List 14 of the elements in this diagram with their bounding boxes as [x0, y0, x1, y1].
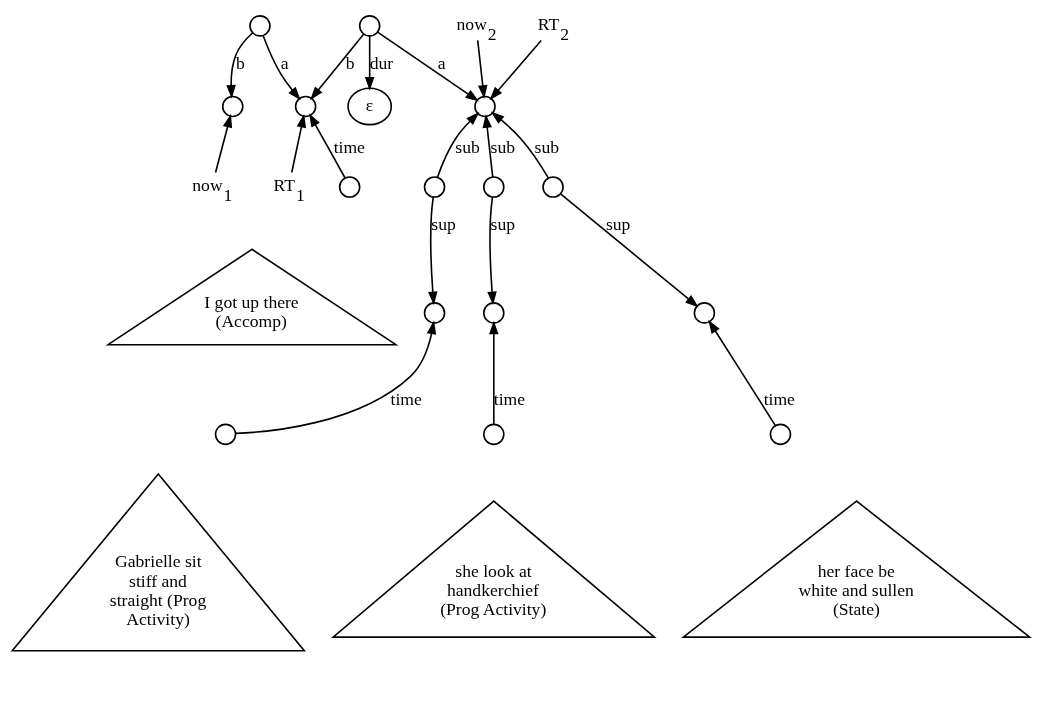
edge-label: dur [369, 52, 393, 73]
edge-label: sup [490, 213, 515, 234]
edge-label: sup [430, 213, 456, 234]
edge-label: a [280, 52, 289, 73]
edge-label: sub [490, 137, 515, 158]
edge-label: b [345, 52, 354, 73]
edge-label: a [437, 52, 446, 73]
edge-label: time [390, 388, 422, 409]
edge-label: sub [454, 137, 480, 158]
edge-label: time [333, 137, 365, 158]
edge-label: time [763, 388, 795, 409]
edge-label: sup [605, 213, 630, 234]
edge-label: b [235, 52, 245, 73]
edge-label: sub [534, 137, 559, 158]
